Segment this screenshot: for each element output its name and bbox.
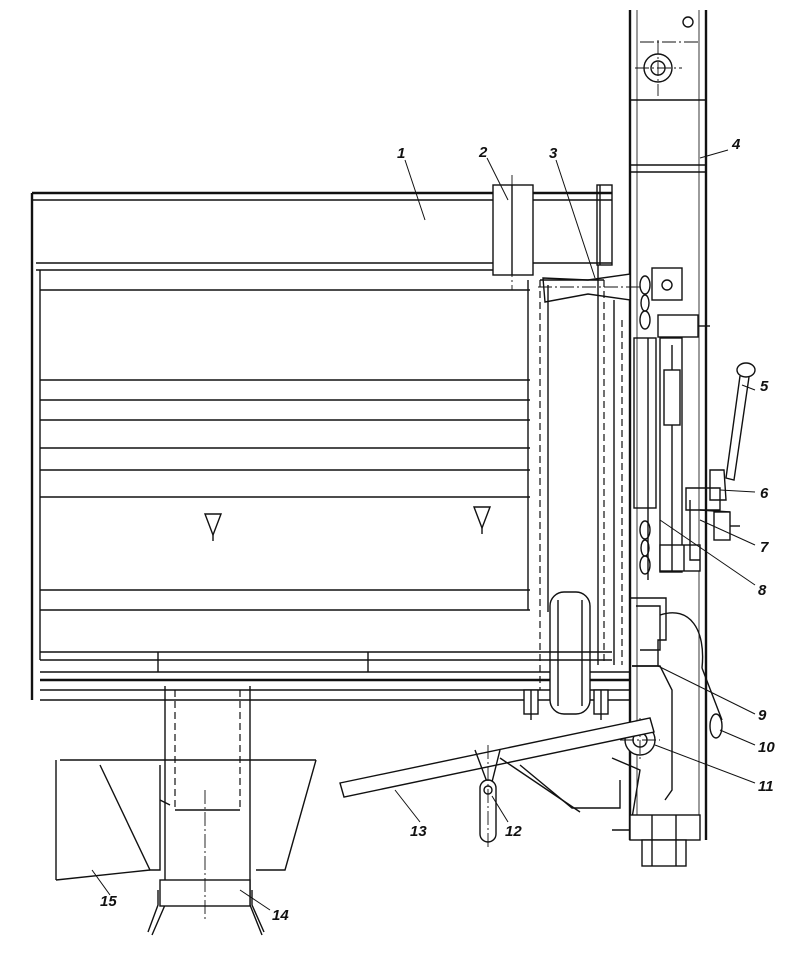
tailgate-frame (527, 265, 623, 690)
callout-labels: 1 2 3 4 5 6 7 8 9 10 11 12 13 14 15 (100, 136, 775, 924)
label-7: 7 (760, 539, 769, 556)
label-6: 6 (760, 485, 769, 502)
tapered-pin (538, 273, 640, 303)
chain-turnbuckle (633, 267, 710, 580)
body-side (30, 191, 630, 880)
label-9: 9 (758, 707, 767, 724)
label-11: 11 (758, 778, 774, 795)
vertical-post (628, 10, 708, 840)
top-bracket (492, 175, 613, 290)
label-5: 5 (760, 378, 769, 395)
label-1: 1 (397, 145, 405, 162)
hitch-assembly (55, 686, 317, 936)
tow-bar (339, 717, 655, 850)
label-12: 12 (505, 823, 522, 840)
label-14: 14 (272, 907, 289, 924)
label-10: 10 (758, 739, 775, 756)
label-4: 4 (731, 136, 741, 153)
callout-leaders (91, 149, 756, 911)
label-15: 15 (100, 893, 117, 910)
lever-handle (685, 362, 756, 561)
label-3: 3 (549, 145, 558, 162)
label-8: 8 (758, 582, 767, 599)
label-2: 2 (478, 144, 488, 161)
label-13: 13 (410, 823, 427, 840)
roller (523, 591, 609, 720)
